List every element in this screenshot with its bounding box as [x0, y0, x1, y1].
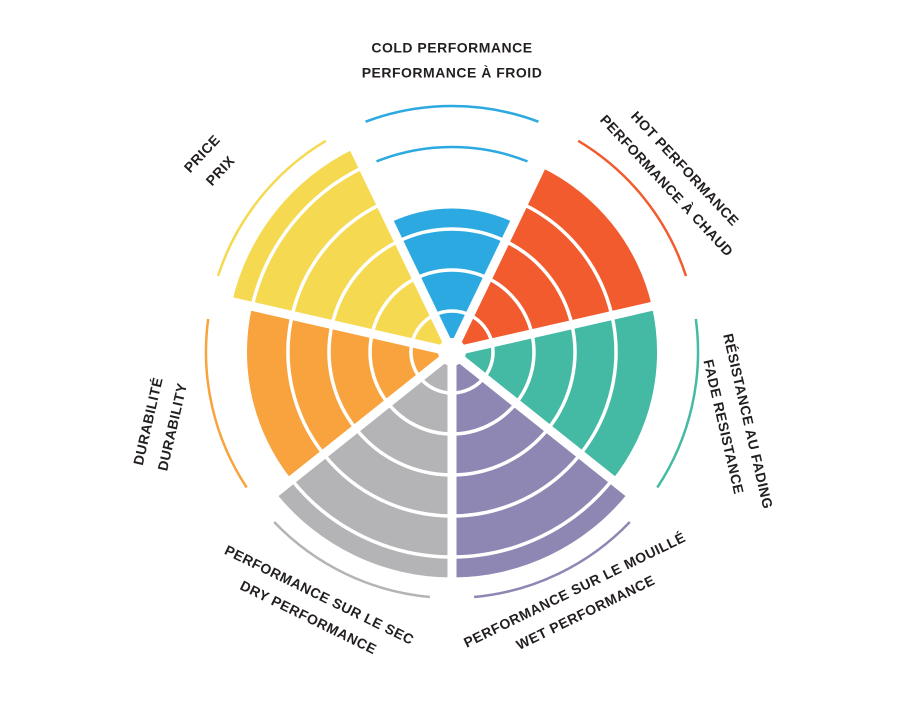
marker-arc-cold [376, 145, 528, 163]
sector-separator [344, 135, 457, 354]
ring-arc-dry-5 [290, 478, 453, 559]
rim-arc-dry [273, 521, 431, 599]
sector-wedge-hot [452, 167, 652, 352]
ring-arc-durability-2 [368, 333, 390, 405]
label-cold-performance: COLD PERFORMANCE PERFORMANCE À FROID [362, 36, 543, 85]
ring-arc-price-3 [330, 239, 400, 325]
ring-arc-dry-3 [354, 427, 453, 477]
sector-wedge-dry [275, 352, 452, 578]
ring-arc-cold-3 [397, 227, 507, 243]
label-line-1: COLD PERFORMANCE [371, 39, 533, 56]
rim-arc-cold [365, 104, 539, 123]
ring-arc-wet-2 [451, 402, 518, 436]
ring-arc-fade-2 [514, 333, 536, 405]
ring-arc-fade-4 [578, 315, 618, 456]
ring-arc-wet-4 [451, 453, 582, 518]
wheel-hub [438, 338, 466, 366]
ring-arc-cold-2 [415, 268, 489, 280]
sector-wedge-price [232, 148, 452, 352]
ring-arc-dry-2 [386, 402, 453, 436]
rim-arc-durability [204, 318, 248, 489]
ring-arc-hot-4 [522, 202, 614, 316]
ring-arc-wet-5 [451, 478, 614, 559]
rim-arc-price [216, 139, 327, 277]
sector-separator [447, 135, 560, 354]
ring-arc-wet-3 [451, 427, 550, 477]
ring-arc-hot-2 [486, 276, 534, 335]
sector-separator [263, 348, 455, 504]
sector-wedge-fade [452, 306, 658, 480]
ring-arc-hot-3 [504, 239, 574, 325]
rim-arc-hot [577, 139, 688, 277]
rim-arc-fade [656, 318, 700, 489]
sector-wedge-cold [389, 208, 515, 352]
ring-arc-price-4 [290, 202, 382, 316]
sector-wedge-wet [452, 352, 629, 578]
ring-arc-fade-3 [546, 324, 577, 430]
ring-arc-price-2 [370, 276, 418, 335]
label-line-2: PERFORMANCE À FROID [361, 64, 543, 80]
ring-arc-durability-3 [327, 324, 358, 430]
ring-arc-durability-4 [286, 315, 326, 456]
sector-separator [449, 348, 641, 504]
sector-separator [450, 294, 686, 357]
ring-arc-price-5 [250, 165, 364, 307]
ring-arc-dry-4 [322, 453, 453, 518]
sector-separator [218, 294, 454, 357]
rim-arc-wet [473, 521, 631, 599]
sector-wedge-durability [246, 306, 452, 480]
